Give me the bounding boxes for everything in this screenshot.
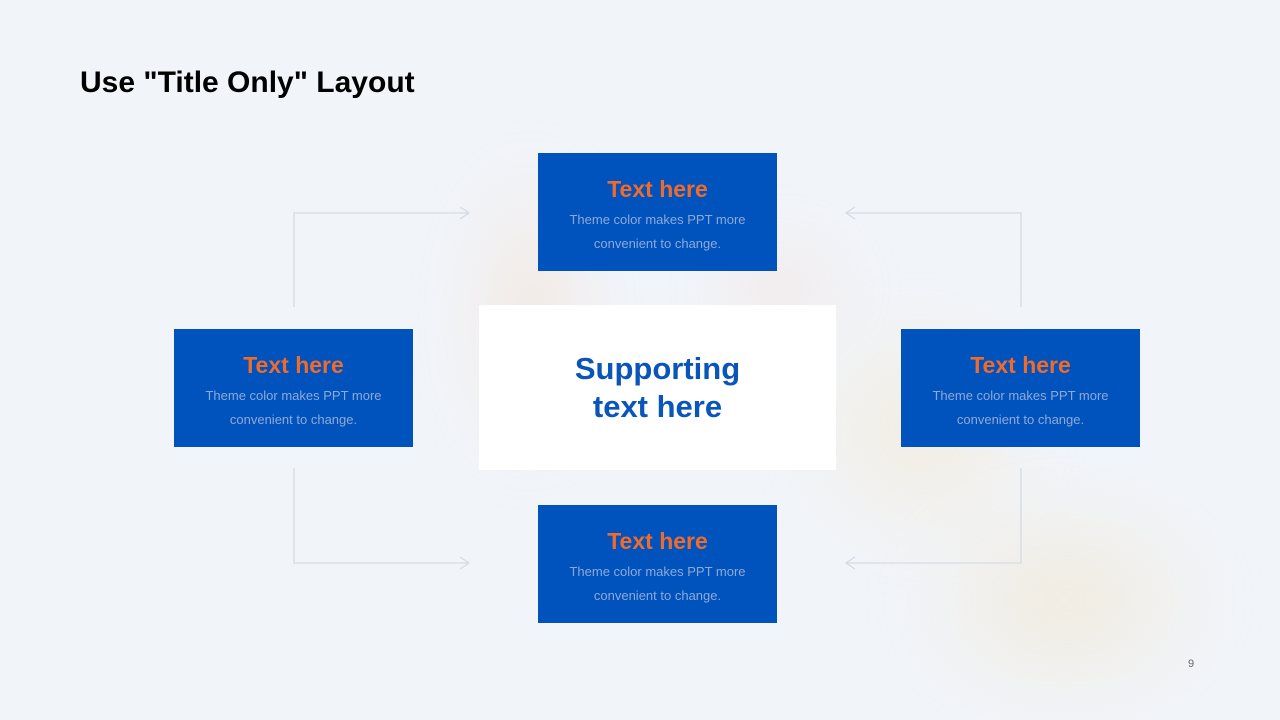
node-left: Text here Theme color makes PPT more con… (174, 329, 413, 447)
node-top: Text here Theme color makes PPT more con… (538, 153, 777, 271)
arrowhead (459, 206, 471, 220)
connector-left-to-top (293, 212, 468, 307)
slide-title: Use "Title Only" Layout (80, 66, 415, 99)
node-body: Theme color makes PPT more convenient to… (569, 564, 746, 603)
node-title: Text here (607, 528, 708, 554)
node-right: Text here Theme color makes PPT more con… (901, 329, 1140, 447)
connector-left-to-bottom (293, 468, 468, 564)
arrowhead (459, 556, 471, 570)
node-title: Text here (243, 352, 344, 378)
center-box: Supporting text here (479, 305, 836, 470)
connector-right-to-bottom (847, 468, 1022, 564)
node-body: Theme color makes PPT more convenient to… (569, 212, 746, 251)
node-body: Theme color makes PPT more convenient to… (205, 388, 382, 427)
arrowhead (844, 556, 856, 570)
center-text: Supporting text here (574, 350, 741, 424)
node-title: Text here (970, 352, 1071, 378)
node-body: Theme color makes PPT more convenient to… (932, 388, 1109, 427)
arrowhead (844, 206, 856, 220)
node-bottom: Text here Theme color makes PPT more con… (538, 505, 777, 623)
connector-right-to-top (847, 212, 1022, 307)
background-glow (900, 480, 1230, 720)
node-title: Text here (607, 176, 708, 202)
page-number: 9 (1188, 658, 1195, 670)
